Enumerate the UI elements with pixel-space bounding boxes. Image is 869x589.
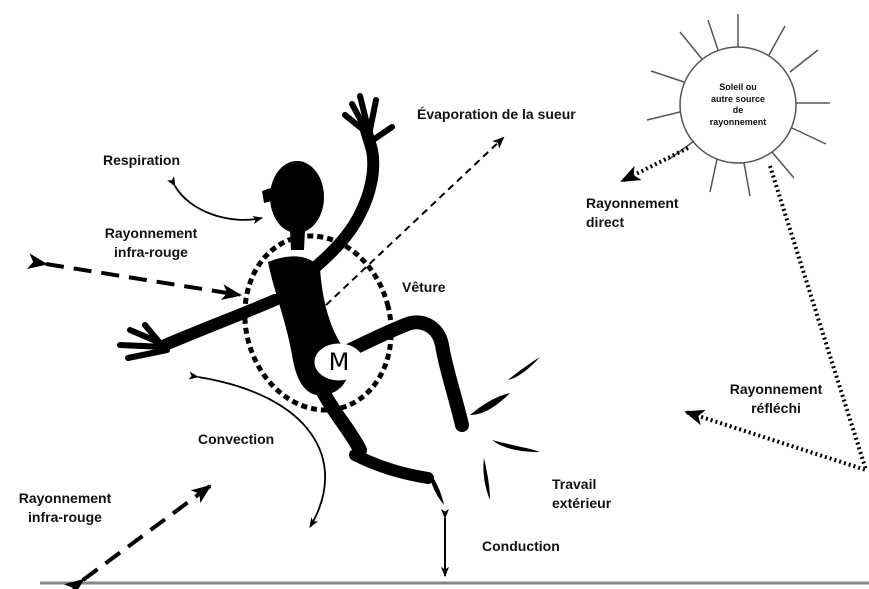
infrared-top-label-line-1: Rayonnement [104,225,198,241]
clothing-label: Vêture [402,279,446,295]
sun-label-line-4: rayonnement [709,116,767,127]
external-work-label-line-1: Travail [552,476,597,492]
sun-label-line-3: de [732,105,744,115]
direct-radiation-arrow [620,146,689,183]
convection-arrow [188,371,326,528]
external-work-label-line-2: extérieur [552,495,612,511]
conduction-label: Conduction [482,538,560,554]
evaporation-label: Évaporation de la sueur [417,106,576,122]
human-figure [117,93,469,484]
reflected-radiation-label-line-1: Rayonnement [729,381,823,397]
external-work-label: Travail extérieur [552,475,611,513]
reflected-radiation-label-line-2: réfléchi [751,400,801,416]
metabolism-label: M [328,348,350,376]
sun-icon [646,14,830,197]
external-work-marks [430,357,540,505]
infrared-bottom-label-line-1: Rayonnement [18,490,112,506]
infrared-top-arrow [26,253,242,301]
direct-radiation-label-line-1: Rayonnement [586,195,679,211]
infrared-bottom-label-line-2: infra-rouge [28,509,102,525]
sun-label: Soleil ou autre source de rayonnement [692,82,784,128]
direct-radiation-label-line-2: direct [586,214,625,230]
infrared-top-label-line-2: infra-rouge [114,244,188,260]
clothing-boundary [242,233,394,413]
respiration-arrow [167,176,263,224]
evaporation-arrow [325,136,505,306]
reflected-radiation-arrow [684,165,869,474]
respiration-label: Respiration [103,152,181,168]
sun-label-line-2: autre source [710,93,766,104]
infrared-top-label: Rayonnement infra-rouge [96,224,206,262]
reflected-radiation-label: Rayonnement réfléchi [724,380,828,418]
direct-radiation-label: Rayonnement direct [586,194,679,232]
sun-label-line-1: Soleil ou [719,82,757,92]
convection-label: Convection [198,431,275,447]
infrared-bottom-label: Rayonnement infra-rouge [10,489,120,527]
